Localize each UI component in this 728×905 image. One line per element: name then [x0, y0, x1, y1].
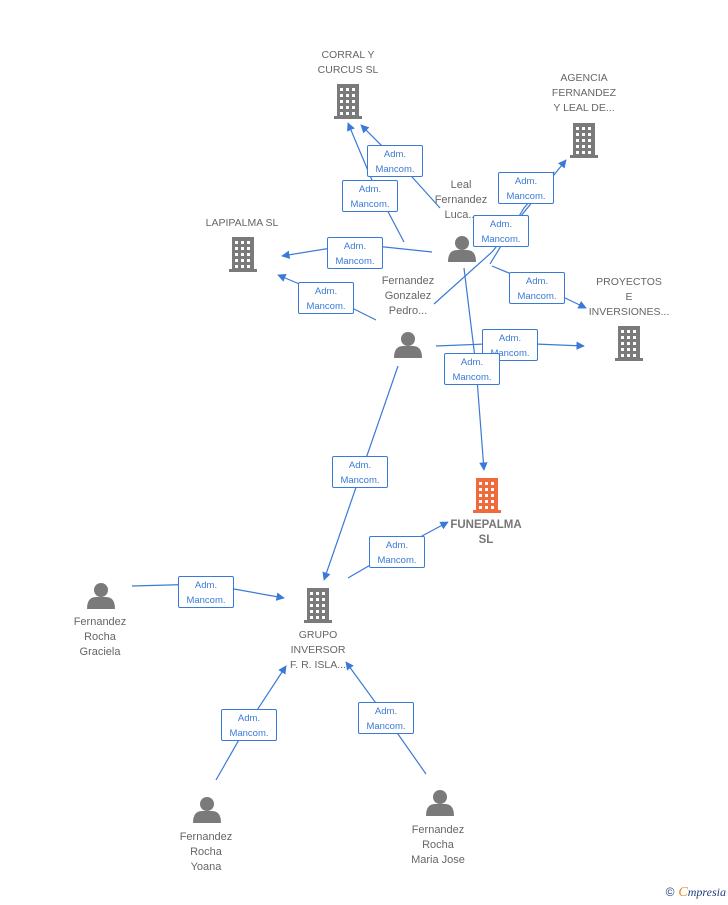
- graciela-person-icon[interactable]: [87, 583, 115, 609]
- relation-role: Adm.: [514, 176, 538, 187]
- node-label-line: GRUPO: [298, 629, 338, 641]
- lapipalma-node-label[interactable]: LAPIPALMA SL: [206, 216, 279, 231]
- relation-role: Adm.: [460, 357, 484, 368]
- node-label-line: Y LEAL DE...: [553, 102, 615, 114]
- node-label-line: INVERSOR: [290, 644, 346, 656]
- corral-building-icon[interactable]: [334, 84, 362, 119]
- node-label-line: Rocha: [422, 839, 454, 851]
- node-label-line: CORRAL Y: [321, 49, 375, 61]
- agencia-building-icon[interactable]: [570, 123, 598, 158]
- node-label-line: Fernandez: [411, 824, 465, 836]
- relation-role: Adm.: [385, 540, 409, 551]
- relation-type: Mancom.: [490, 348, 530, 359]
- yoana-person-icon[interactable]: [193, 797, 221, 823]
- relation-label-pedro-grupo[interactable]: Adm. Mancom.: [332, 456, 388, 488]
- mariajose-person-icon[interactable]: [426, 790, 454, 816]
- relation-role: Adm.: [194, 580, 218, 591]
- copyright-icon: ©: [665, 885, 675, 899]
- relation-role: Adm.: [348, 460, 372, 471]
- node-label-line: AGENCIA: [560, 72, 608, 84]
- node-label-line: Rocha: [190, 846, 222, 858]
- relation-label-pedro-agencia[interactable]: Adm. Mancom.: [498, 172, 554, 204]
- relation-role: Adm.: [383, 149, 407, 160]
- node-label-line: FUNEPALMA: [450, 519, 522, 531]
- relation-type: Mancom.: [366, 721, 406, 732]
- relation-type: Mancom.: [517, 291, 557, 302]
- node-label-line: Fernandez: [434, 194, 488, 206]
- node-label-line: FERNANDEZ: [551, 87, 617, 99]
- node-label-line: F. R. ISLA...: [289, 659, 347, 671]
- node-label-line: Maria Jose: [411, 854, 465, 866]
- relation-type: Mancom.: [335, 256, 375, 267]
- node-label-line: CURCUS SL: [317, 64, 379, 76]
- grupo-building-icon[interactable]: [304, 588, 332, 623]
- relation-role: Adm.: [343, 241, 367, 252]
- relation-type: Mancom.: [506, 191, 546, 202]
- lapipalma-building-icon[interactable]: [229, 237, 257, 272]
- node-label-line: Fernandez: [381, 275, 435, 287]
- relation-label-leal-funepalma[interactable]: Adm. Mancom.: [444, 353, 500, 385]
- relation-role: Adm.: [237, 713, 261, 724]
- relation-label-grupo-funepalma[interactable]: Adm. Mancom.: [369, 536, 425, 568]
- node-label-line: Luca...: [444, 209, 478, 221]
- relation-label-mariajose-grupo[interactable]: Adm. Mancom.: [358, 702, 414, 734]
- node-label-line: INVERSIONES...: [588, 306, 670, 318]
- relation-role: Adm.: [358, 184, 382, 195]
- brand-initial: C: [678, 885, 688, 900]
- relation-label-pedro-lapipalma[interactable]: Adm. Mancom.: [298, 282, 354, 314]
- relation-type: Mancom.: [186, 595, 226, 606]
- relation-label-leal-agencia[interactable]: Adm. Mancom.: [473, 215, 529, 247]
- relation-type: Mancom.: [377, 555, 417, 566]
- icons-layer: [87, 84, 643, 823]
- relation-role: Adm.: [374, 706, 398, 717]
- relation-role: Adm.: [314, 286, 338, 297]
- node-label-line: LAPIPALMA SL: [205, 217, 279, 229]
- grupo-node-label[interactable]: GRUPO INVERSOR F. R. ISLA...: [290, 628, 346, 673]
- relation-label-leal-proyectos[interactable]: Adm. Mancom.: [509, 272, 565, 304]
- corral-node-label[interactable]: CORRAL Y CURCUS SL: [318, 48, 379, 78]
- node-label-line: PROYECTOS: [596, 276, 662, 288]
- relation-type: Mancom.: [375, 164, 415, 175]
- relation-type: Mancom.: [350, 199, 390, 210]
- agencia-node-label[interactable]: AGENCIA FERNANDEZ Y LEAL DE...: [552, 71, 616, 116]
- funepalma-building-icon[interactable]: [473, 478, 501, 513]
- node-label-line: Fernandez: [73, 616, 127, 628]
- relation-label-leal-lapipalma[interactable]: Adm. Mancom.: [327, 237, 383, 269]
- funepalma-node-label[interactable]: FUNEPALMA SL: [450, 518, 521, 548]
- relation-label-graciela-grupo[interactable]: Adm. Mancom.: [178, 576, 234, 608]
- relation-label-leal-corral[interactable]: Adm. Mancom.: [367, 145, 423, 177]
- relation-type: Mancom.: [452, 372, 492, 383]
- node-label-line: Rocha: [84, 631, 116, 643]
- node-label-line: Graciela: [79, 646, 121, 658]
- proyectos-building-icon[interactable]: [615, 326, 643, 361]
- node-label-line: Gonzalez: [384, 290, 432, 302]
- relation-type: Mancom.: [340, 475, 380, 486]
- relation-label-pedro-corral[interactable]: Adm. Mancom.: [342, 180, 398, 212]
- relation-type: Mancom.: [306, 301, 346, 312]
- relation-role: Adm.: [489, 219, 513, 230]
- brand-footer: ©Cmpresia: [666, 885, 726, 901]
- relation-type: Mancom.: [481, 234, 521, 245]
- relation-label-pedro-proyectos[interactable]: Adm. Mancom.: [482, 329, 538, 361]
- node-label-line: SL: [478, 534, 494, 546]
- pedro-person-icon[interactable]: [394, 332, 422, 358]
- node-label-line: Yoana: [190, 861, 222, 873]
- node-label-line: Pedro...: [388, 305, 428, 317]
- brand-name: mpresia: [687, 885, 726, 899]
- leal-person-icon[interactable]: [448, 236, 476, 262]
- relation-role: Adm.: [525, 276, 549, 287]
- relation-role: Adm.: [498, 333, 522, 344]
- node-label-line: Leal: [450, 179, 472, 191]
- node-label-line: Fernandez: [179, 831, 233, 843]
- node-label-line: E: [625, 291, 633, 303]
- proyectos-node-label[interactable]: PROYECTOS E INVERSIONES...: [589, 275, 670, 320]
- relation-label-yoana-grupo[interactable]: Adm. Mancom.: [221, 709, 277, 741]
- relation-type: Mancom.: [229, 728, 269, 739]
